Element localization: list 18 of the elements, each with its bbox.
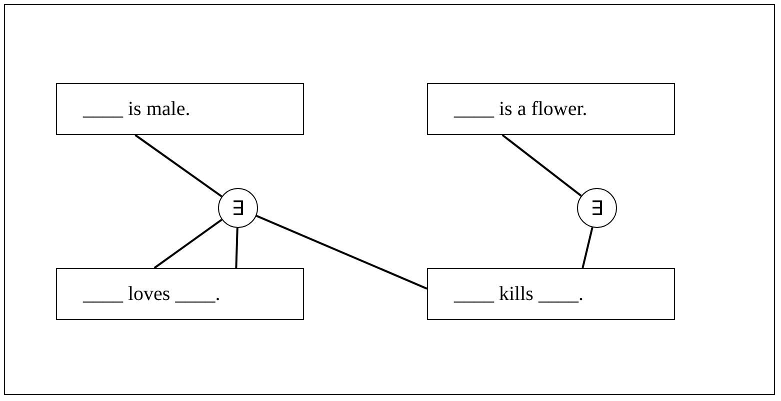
statement-box — [56, 268, 304, 320]
connector-line — [256, 214, 428, 290]
statement-text: ____ kills ____. — [454, 282, 584, 306]
quantifier-circle — [218, 188, 258, 228]
quantifier-symbol: ∃ — [590, 196, 604, 220]
statement-text: ____ is male. — [83, 98, 190, 120]
statement-box — [56, 83, 304, 135]
connector-line — [235, 228, 238, 268]
connector-line — [154, 218, 222, 269]
connector-line — [582, 227, 594, 268]
quantifier-symbol: ∃ — [232, 196, 244, 220]
statement-box — [427, 83, 675, 135]
statement-text: ____ loves ____. — [83, 282, 220, 306]
statement-text: ____ is a flower. — [454, 98, 588, 120]
quantifier-circle — [577, 188, 617, 228]
statement-box — [427, 268, 675, 320]
connector-line — [502, 134, 582, 197]
connector-line — [134, 134, 222, 198]
